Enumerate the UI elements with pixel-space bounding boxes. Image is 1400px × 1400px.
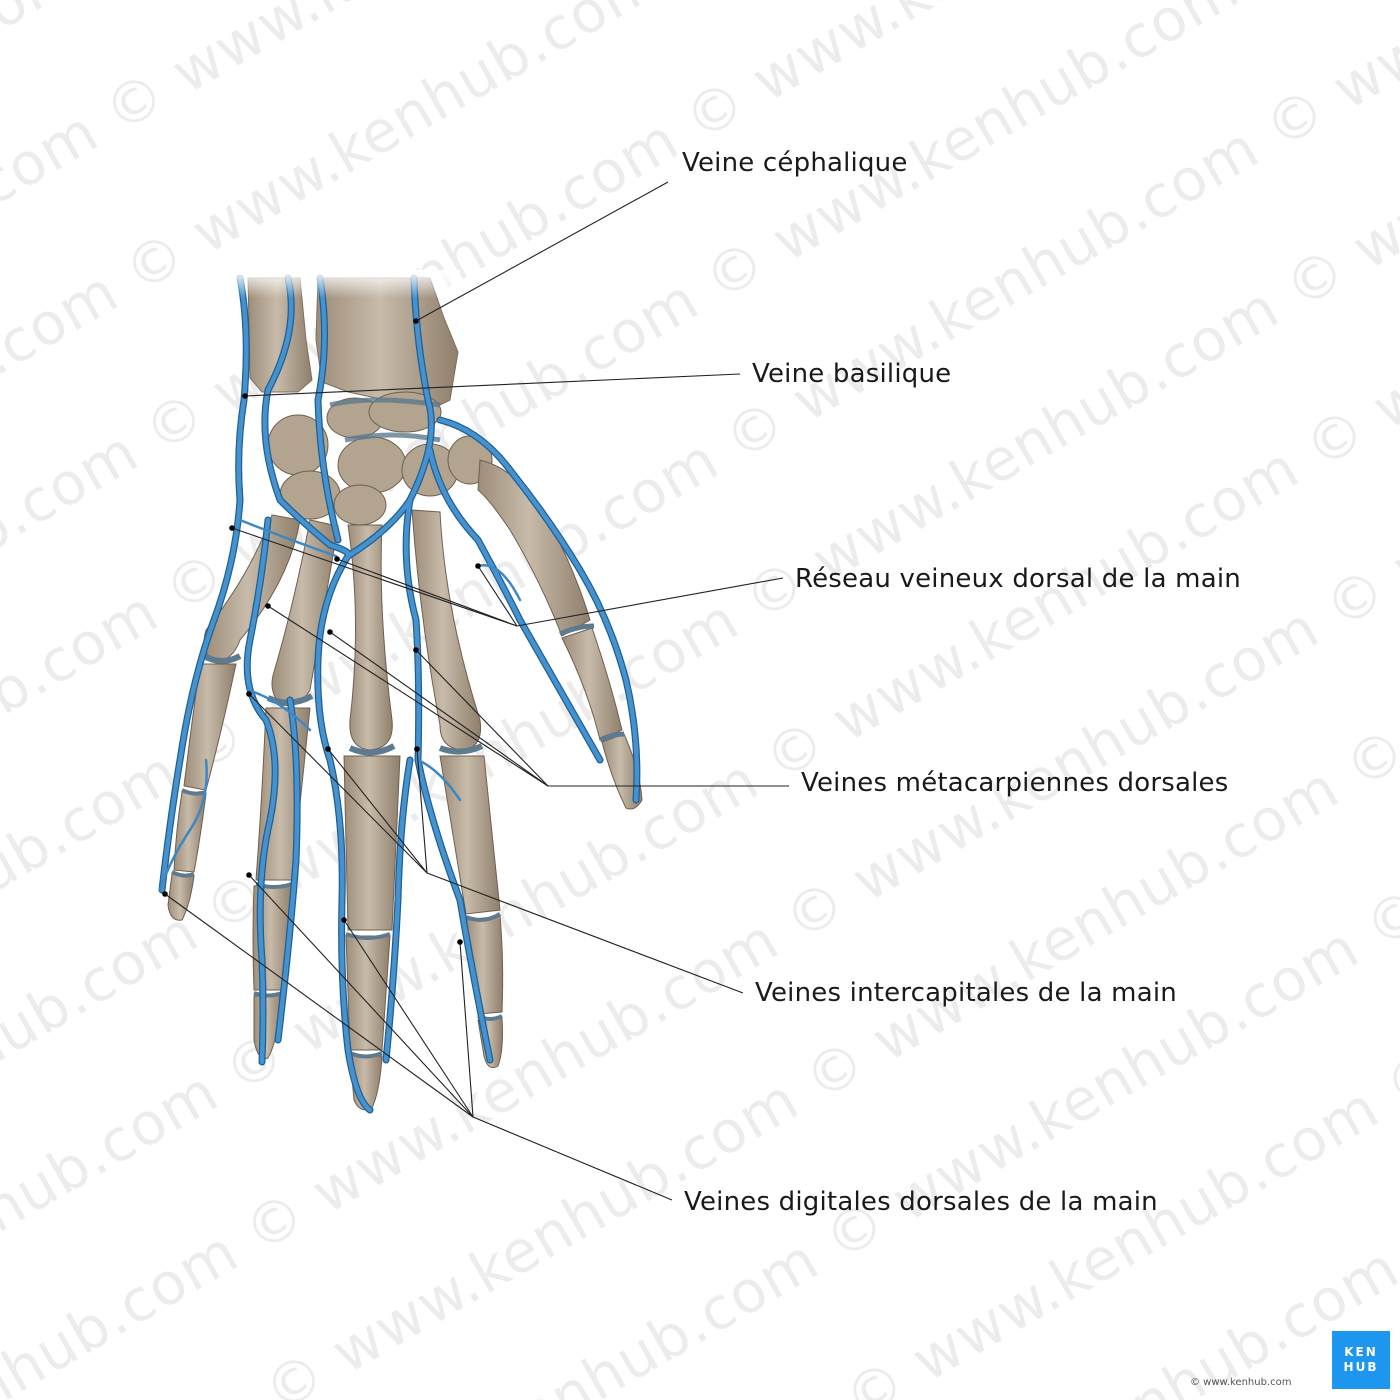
leader-line <box>244 373 741 397</box>
logo-line-1: KEN <box>1344 1345 1378 1359</box>
pin-dot <box>246 872 252 878</box>
leader-line <box>329 631 549 787</box>
leader-line <box>248 693 428 874</box>
leader-line <box>164 893 474 1118</box>
pin-dot <box>327 629 333 635</box>
pin-dot <box>162 891 168 897</box>
leader-line <box>426 872 744 994</box>
copyright-text: © www.kenhub.com <box>1190 1377 1292 1388</box>
pin-dot <box>475 563 481 569</box>
pin-dot <box>341 917 347 923</box>
middle-finger-bones <box>343 755 401 1111</box>
leader-line <box>336 558 518 627</box>
label-cephalic-vein: Veine céphalique <box>682 148 908 178</box>
leader-line <box>516 577 784 627</box>
pin-dot <box>413 647 419 653</box>
metacarpal-bones <box>203 509 482 751</box>
pin-dot <box>325 746 331 752</box>
label-intercapital-veins: Veines intercapitales de la main <box>755 978 1177 1008</box>
leader-line <box>459 941 474 1118</box>
label-basilic-vein: Veine basilique <box>752 359 952 389</box>
carpal-bones <box>267 391 493 526</box>
leader-line <box>472 1116 673 1201</box>
kenhub-logo: KEN HUB <box>1332 1331 1390 1389</box>
logo-line-2: HUB <box>1343 1360 1379 1374</box>
leader-line <box>415 649 549 787</box>
pin-dot <box>334 556 340 562</box>
veins <box>158 270 641 1114</box>
thumb-cartilage <box>558 623 625 743</box>
leader-line <box>343 919 474 1118</box>
leader-line <box>231 527 518 627</box>
label-dorsal-metacarpal-veins: Veines métacarpiennes dorsales <box>801 768 1229 798</box>
pin-dot <box>414 746 420 752</box>
label-dorsal-digital-veins: Veines digitales dorsales de la main <box>684 1187 1158 1217</box>
pin-dot <box>457 939 463 945</box>
leader-line <box>415 181 669 322</box>
pin-dot <box>242 393 248 399</box>
pin-dot <box>246 691 252 697</box>
leader-line <box>416 748 428 874</box>
leader-pins <box>162 318 481 945</box>
pin-dot <box>229 525 235 531</box>
pin-dot <box>265 603 271 609</box>
leader-line <box>267 605 549 787</box>
pin-dot <box>413 318 419 324</box>
index-finger-bones <box>439 755 504 1069</box>
leader-line <box>477 565 518 627</box>
label-dorsal-venous-network: Réseau veineux dorsal de la main <box>795 564 1241 594</box>
leader-line <box>327 748 428 874</box>
leader-lines <box>164 181 789 1201</box>
leader-line <box>248 874 474 1118</box>
